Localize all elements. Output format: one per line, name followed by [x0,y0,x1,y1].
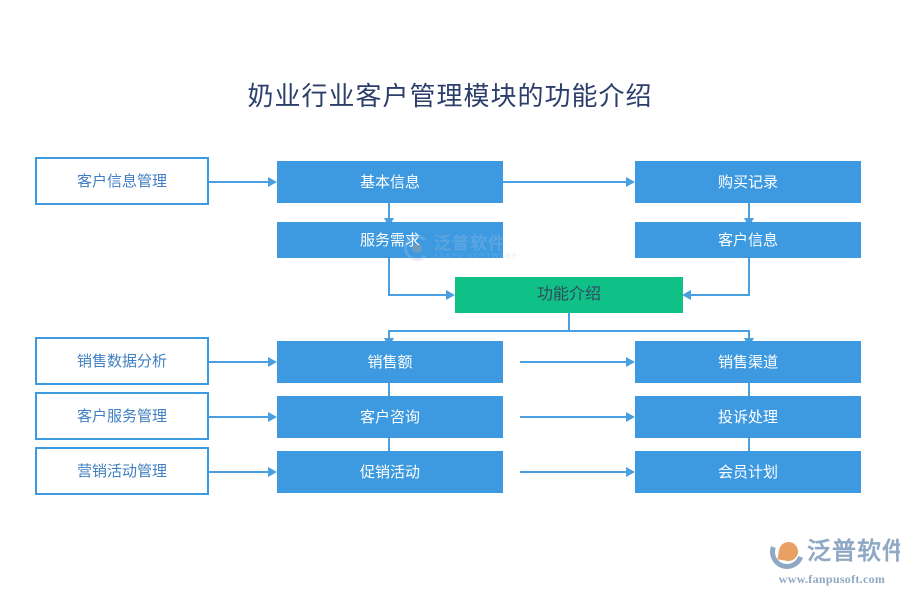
node-basic-info[interactable]: 基本信息 [277,161,503,203]
connector-left2-to-sales [209,361,269,363]
connector-basic-to-service [388,203,390,220]
fanpu-logo-url: www.fanpusoft.com [778,572,886,586]
node-customer-info[interactable]: 客户信息 [635,222,861,258]
connector-left3-to-consult [209,416,269,418]
connector-service-down [388,258,390,296]
connector-custinfo-to-center [691,294,750,296]
connector-channel-to-complaint [748,383,750,400]
fanpu-logo: 泛普软件 www.fanpusoft.com [764,529,900,590]
arrowhead-left1-to-basic [268,177,277,187]
connector-sales-to-channel [520,361,627,363]
node-purchase-record[interactable]: 购买记录 [635,161,861,203]
node-complaint-handling[interactable]: 投诉处理 [635,396,861,438]
node-promotion-activity[interactable]: 促销活动 [277,451,503,493]
node-member-plan[interactable]: 会员计划 [635,451,861,493]
arrowhead-consult-to-complaint [626,412,635,422]
arrowhead-custinfo-to-center [682,290,691,300]
connector-left4-to-promo [209,471,269,473]
node-customer-consultation[interactable]: 客户咨询 [277,396,503,438]
arrowhead-basic-to-purchase [626,177,635,187]
node-sales-channel[interactable]: 销售渠道 [635,341,861,383]
arrowhead-service-to-center [446,290,455,300]
fanpu-logo-text: 泛普软件 [807,538,900,565]
connector-center-to-sales [388,330,390,340]
node-customer-service-management[interactable]: 客户服务管理 [35,392,209,440]
node-marketing-activity-management[interactable]: 营销活动管理 [35,447,209,495]
node-service-demand[interactable]: 服务需求 [277,222,503,258]
node-function-introduction[interactable]: 功能介绍 [455,277,683,313]
fanpu-logo-icon [764,529,810,575]
node-sales-data-analysis[interactable]: 销售数据分析 [35,337,209,385]
arrowhead-left3-to-consult [268,412,277,422]
connector-service-to-center [388,294,447,296]
connector-sales-to-consult [388,383,390,400]
connector-consult-to-complaint [520,416,627,418]
arrowhead-left2-to-sales [268,357,277,367]
connector-consult-to-promo [388,438,390,455]
arrowhead-left4-to-promo [268,467,277,477]
connector-basic-to-purchase [503,181,627,183]
connector-center-to-channel [748,330,750,340]
connector-center-branch [388,330,750,332]
arrowhead-sales-to-channel [626,357,635,367]
page-title: 奶业行业客户管理模块的功能介绍 [247,82,653,111]
node-customer-info-management[interactable]: 客户信息管理 [35,157,209,205]
connector-center-down [568,313,570,331]
connector-purchase-to-custinfo [748,203,750,220]
connector-left1-to-basic [209,181,269,183]
connector-custinfo-down [748,258,750,296]
node-sales-amount[interactable]: 销售额 [277,341,503,383]
connector-complaint-to-member [748,438,750,455]
arrowhead-promo-to-member [626,467,635,477]
connector-promo-to-member [520,471,627,473]
